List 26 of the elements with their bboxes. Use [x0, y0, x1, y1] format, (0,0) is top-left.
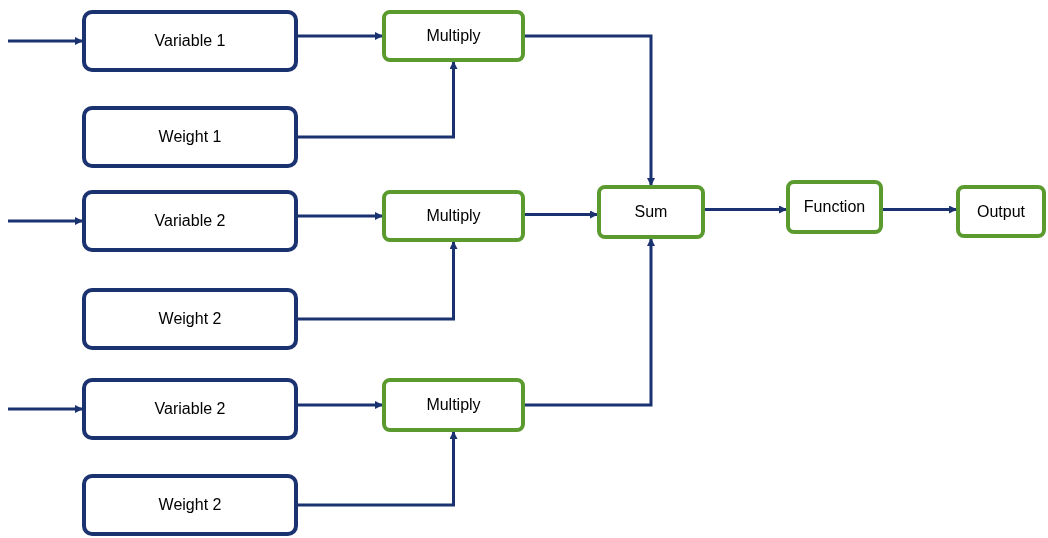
- process-box: Output: [956, 185, 1046, 238]
- arrow: [298, 32, 383, 40]
- arrow: [525, 238, 655, 407]
- input-box: Weight 2: [82, 474, 298, 536]
- arrow: [8, 217, 83, 225]
- arrow: [298, 61, 458, 139]
- arrow: [8, 37, 83, 45]
- process-box: Multiply: [382, 190, 525, 242]
- process-box: Multiply: [382, 10, 525, 62]
- input-box: Weight 2: [82, 288, 298, 350]
- input-box: Variable 1: [82, 10, 298, 72]
- arrow: [298, 212, 383, 220]
- arrow: [298, 431, 458, 507]
- arrow: [883, 205, 957, 214]
- process-box: Sum: [597, 185, 705, 239]
- arrow: [525, 210, 598, 219]
- arrow: [705, 205, 787, 214]
- arrow: [8, 405, 83, 413]
- input-box: Variable 2: [82, 378, 298, 440]
- arrow: [298, 401, 383, 409]
- process-box: Function: [786, 180, 883, 234]
- arrow: [298, 241, 458, 321]
- input-box: Weight 1: [82, 106, 298, 168]
- process-box: Multiply: [382, 378, 525, 432]
- arrow: [525, 34, 655, 186]
- input-box: Variable 2: [82, 190, 298, 252]
